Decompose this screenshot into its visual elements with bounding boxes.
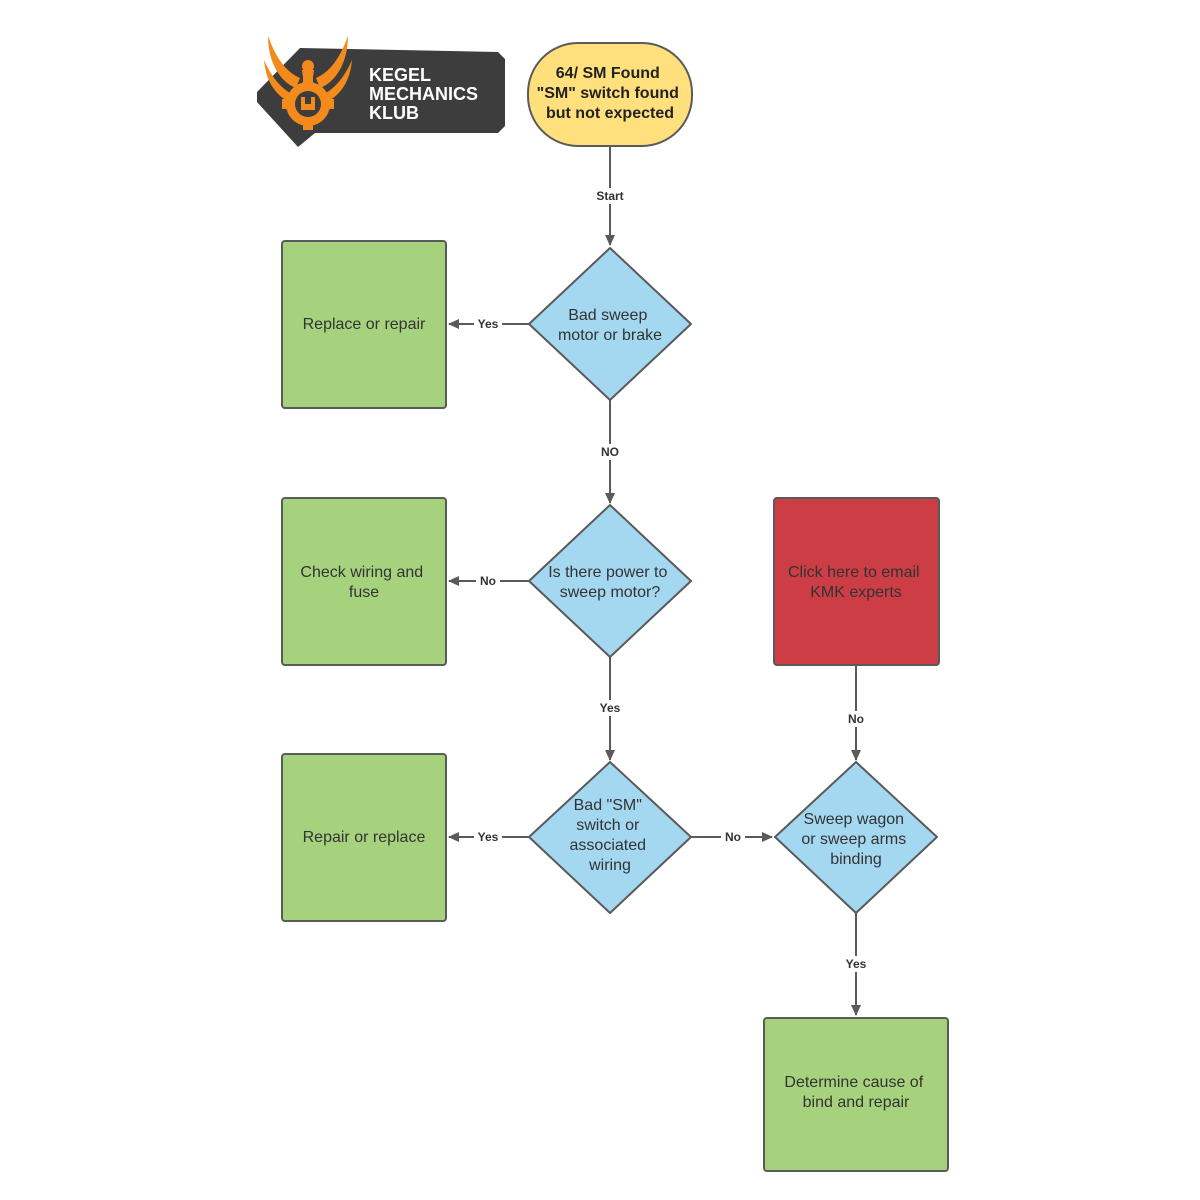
action-4-line-1: Determine cause of <box>784 1074 923 1091</box>
logo-line-3: KLUB <box>369 103 419 123</box>
action-4-line-2: bind and repair <box>803 1094 910 1111</box>
decision-3-line-3: associated <box>570 837 647 854</box>
logo-line-1: KEGEL <box>369 65 431 85</box>
decision-2-line-2: sweep motor? <box>560 584 661 601</box>
edge-label-contact-no: No <box>848 712 864 726</box>
edge-label-d4-yes: Yes <box>846 957 867 971</box>
decision-4-label: Sweep wagon or sweep arms binding <box>801 811 910 868</box>
decision-3-line-1: Bad "SM" <box>574 797 642 814</box>
action-4-label: Determine cause of bind and repair <box>784 1074 927 1111</box>
edge-label-d1-yes: Yes <box>478 317 499 331</box>
start-terminator: 64/ SM Found "SM" switch found but not e… <box>527 42 693 147</box>
action-check-wiring: Check wiring and fuse <box>281 497 447 666</box>
decision-3-line-2: switch or <box>576 817 640 834</box>
decision-4-line-1: Sweep wagon <box>804 811 905 828</box>
edge-label-d2-no: No <box>480 574 496 588</box>
edge-labels: Start Yes NO No Yes Yes No No Yes <box>474 188 870 972</box>
edge-label-start: Start <box>596 189 623 203</box>
action-2-label: Check wiring and fuse <box>300 564 427 601</box>
edge-label-d3-no: No <box>725 830 741 844</box>
email-kmk-experts-link[interactable]: Click here to email KMK experts <box>773 497 940 666</box>
action-2-line-1: Check wiring and <box>300 564 423 581</box>
email-link-line-2[interactable]: KMK experts <box>810 584 902 601</box>
decision-3-line-4: wiring <box>588 857 631 874</box>
decision-4-line-2: or sweep arms <box>801 831 906 848</box>
decision-3-label: Bad "SM" switch or associated wiring <box>570 797 651 874</box>
start-label-line-2: "SM" switch found <box>537 85 679 102</box>
decision-bad-sweep-motor: Bad sweep motor or brake <box>528 247 692 401</box>
action-1-label: Replace or repair <box>303 316 426 333</box>
decision-1-line-1: Bad sweep <box>568 307 647 324</box>
action-determine-bind-cause: Determine cause of bind and repair <box>763 1017 949 1172</box>
phoenix-gear-icon <box>264 36 352 130</box>
edge-label-d1-no: NO <box>601 445 619 459</box>
logo-line-2: MECHANICS <box>369 84 478 104</box>
action-2-line-2: fuse <box>349 584 379 601</box>
decision-1-label: Bad sweep motor or brake <box>558 307 662 344</box>
action-3-label: Repair or replace <box>303 829 426 846</box>
kegel-logo: KEGEL MECHANICS KLUB <box>257 36 505 147</box>
decision-4-line-3: binding <box>830 851 882 868</box>
start-label: 64/ SM Found "SM" switch found but not e… <box>537 65 684 122</box>
decision-1-line-2: motor or brake <box>558 327 662 344</box>
decision-2-line-1: Is there power to <box>548 564 667 581</box>
edge-label-d2-yes: Yes <box>600 701 621 715</box>
start-label-line-3: but not expected <box>546 105 674 122</box>
action-repair-or-replace: Repair or replace <box>281 753 447 922</box>
decision-bad-sm-switch: Bad "SM" switch or associated wiring <box>528 761 692 914</box>
action-replace-or-repair: Replace or repair <box>281 240 447 409</box>
edge-label-d3-yes: Yes <box>478 830 499 844</box>
email-link-line-1[interactable]: Click here to email <box>788 564 920 581</box>
decision-sweep-binding: Sweep wagon or sweep arms binding <box>774 761 938 914</box>
email-link-label[interactable]: Click here to email KMK experts <box>788 564 924 601</box>
decision-2-label: Is there power to sweep motor? <box>548 564 672 601</box>
start-label-line-1: 64/ SM Found <box>556 65 660 82</box>
decision-power-to-sweep-motor: Is there power to sweep motor? <box>528 504 692 658</box>
